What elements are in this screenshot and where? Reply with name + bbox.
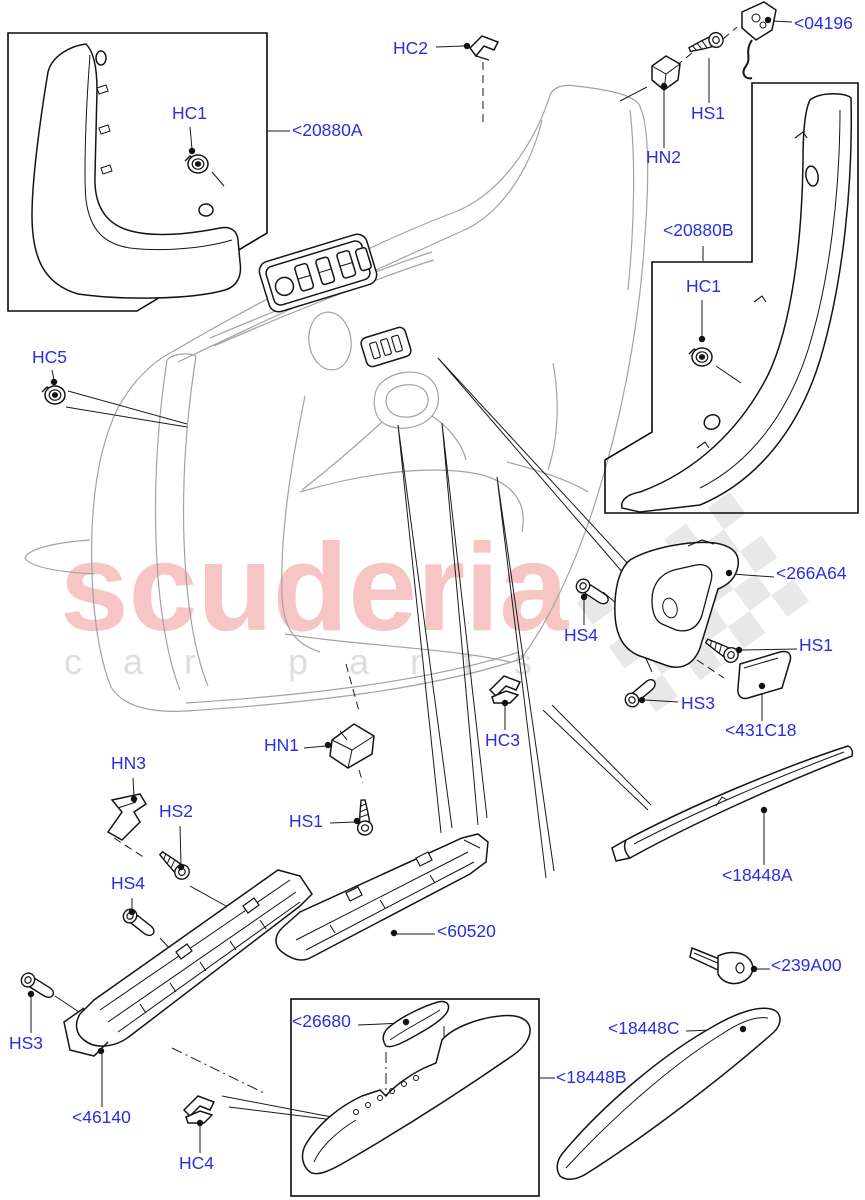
- label-hn3[interactable]: HN3: [111, 753, 147, 773]
- part-20880A-drawing: [31, 43, 242, 299]
- callout-box-20880B: [604, 82, 859, 514]
- door-lock-switch: [360, 326, 412, 368]
- hc1-grommet-top-left: [184, 154, 209, 174]
- part-239A00-drawing: [689, 946, 754, 985]
- part-266A64-drawing: [614, 539, 740, 668]
- part-18448C-drawing: [556, 1007, 781, 1180]
- label-hs2[interactable]: HS2: [159, 801, 194, 821]
- label-part-18448C[interactable]: <18448C: [608, 1018, 680, 1038]
- hn3-clip-drawing: [106, 793, 148, 841]
- label-part-266A64[interactable]: <266A64: [776, 563, 847, 583]
- parts: [18, 1, 854, 1180]
- label-part-26680[interactable]: <26680: [292, 1011, 351, 1031]
- hs2-screw: [155, 847, 193, 883]
- hn1-clip-drawing: [329, 723, 375, 769]
- label-hn1[interactable]: HN1: [264, 735, 300, 755]
- label-hs1-top[interactable]: HS1: [691, 103, 726, 123]
- hc3-clip-drawing: [488, 675, 522, 704]
- label-hs3-mid[interactable]: HS3: [681, 693, 716, 713]
- hc4-clip-drawing: [182, 1095, 216, 1124]
- hc1-grommet-right: [688, 347, 713, 367]
- callout-box-18448B: [290, 998, 540, 1197]
- label-part-60520[interactable]: <60520: [437, 921, 496, 941]
- hs1-screw-lower: [354, 798, 374, 837]
- label-part-46140[interactable]: <46140: [72, 1107, 131, 1127]
- label-hs4-mid[interactable]: HS4: [564, 625, 599, 645]
- label-part-18448B[interactable]: <18448B: [556, 1067, 627, 1087]
- part-18448A-drawing: [611, 745, 854, 862]
- hc5-grommet: [41, 385, 66, 405]
- label-hc1-right[interactable]: HC1: [686, 276, 722, 296]
- hs4-bolt-lower: [119, 905, 158, 941]
- label-hc1-top-left[interactable]: HC1: [172, 103, 208, 123]
- label-part-20880B[interactable]: <20880B: [663, 220, 734, 240]
- label-part-239A00[interactable]: <239A00: [771, 955, 842, 975]
- label-hc5[interactable]: HC5: [32, 347, 68, 367]
- hs1-screw-top: [686, 29, 726, 58]
- label-hc3[interactable]: HC3: [485, 730, 521, 750]
- label-part-18448A[interactable]: <18448A: [722, 865, 793, 885]
- label-part-20880A[interactable]: <20880A: [292, 120, 363, 140]
- part-431C18-drawing: [737, 650, 792, 700]
- window-switch-pack: [258, 233, 378, 313]
- watermark-brand: scuderia: [60, 519, 569, 657]
- part-20880B-drawing: [620, 93, 852, 513]
- hs3-bolt-lower: [18, 969, 58, 1003]
- label-hn2[interactable]: HN2: [646, 147, 682, 167]
- part-18448B-drawing: [301, 1014, 531, 1175]
- label-part-431C18[interactable]: <431C18: [725, 720, 797, 740]
- leader-dots: [27, 16, 772, 1127]
- label-hs3-lower[interactable]: HS3: [9, 1033, 44, 1053]
- part-46140-drawing: [63, 869, 313, 1057]
- label-part-04196[interactable]: <04196: [794, 13, 853, 33]
- part-04196-drawing: [741, 1, 777, 80]
- part-60520-drawing: [275, 833, 489, 961]
- label-hs4-lower[interactable]: HS4: [111, 873, 146, 893]
- part-26680-drawing: [382, 1000, 450, 1048]
- label-hs1-lower[interactable]: HS1: [289, 811, 324, 831]
- door-trim-panel-outline: [24, 84, 649, 712]
- hc2-clip-drawing: [469, 35, 500, 61]
- label-hs1-mid[interactable]: HS1: [799, 635, 834, 655]
- label-hc2[interactable]: HC2: [393, 38, 429, 58]
- label-hc4[interactable]: HC4: [179, 1153, 215, 1173]
